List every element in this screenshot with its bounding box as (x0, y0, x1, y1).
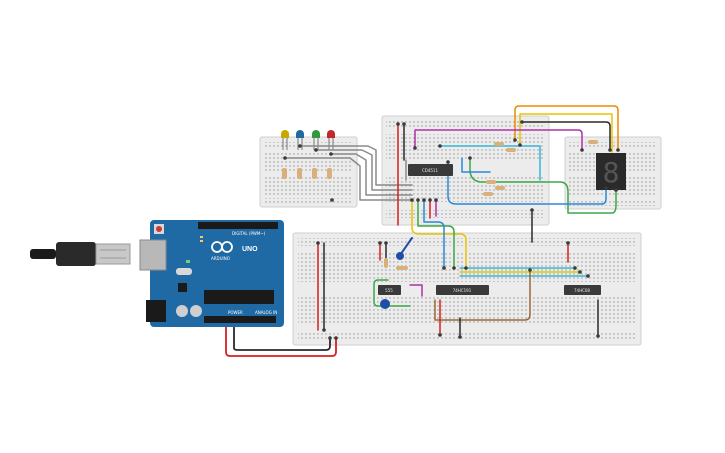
counter-chip-2[interactable]: 74HC08 (564, 285, 601, 295)
arduino-brand-label: ARDUINO (211, 256, 230, 261)
digital-header (198, 222, 278, 229)
led-row (281, 130, 335, 150)
arduino-logo (211, 241, 233, 253)
power-analog-header (204, 316, 276, 323)
power-label: POWER (228, 310, 243, 315)
seven-segment-display[interactable]: 8 (596, 153, 626, 190)
microcontroller-chip (204, 290, 274, 304)
display-digit: 8 (603, 156, 620, 189)
red-led[interactable] (327, 130, 335, 150)
green-led[interactable] (312, 130, 320, 150)
arduino-uno[interactable]: UNO ARDUINO DIGITAL (PWM~) POWER ANALOG … (139, 220, 284, 327)
decoder-chip-label: CD4511 (422, 168, 439, 173)
counter-chip-1-label: 74HC191 (453, 288, 472, 293)
connection-points (283, 120, 620, 340)
counter-chip-2-label: 74HC08 (574, 288, 590, 293)
wires[interactable] (225, 105, 619, 357)
analog-label: ANALOG IN (255, 310, 277, 315)
decoder-chip[interactable]: CD4511 (408, 164, 453, 176)
digital-label: DIGITAL (PWM~) (232, 231, 266, 236)
breadboard-decoder[interactable] (381, 115, 550, 226)
blue-led[interactable] (296, 130, 304, 150)
breadboard-leds[interactable] (259, 136, 358, 208)
uno-label: UNO (242, 246, 258, 253)
decoder-resistors[interactable] (483, 140, 598, 196)
timer-chip[interactable]: 555 (378, 285, 401, 295)
timer-components[interactable] (380, 252, 408, 309)
timer-chip-label: 555 (385, 288, 393, 293)
yellow-led[interactable] (281, 130, 289, 150)
reset-button[interactable] (156, 226, 162, 232)
counter-chip-1[interactable]: 74HC191 (436, 285, 489, 295)
usb-cable[interactable] (30, 242, 131, 266)
led-resistors[interactable] (282, 168, 332, 179)
